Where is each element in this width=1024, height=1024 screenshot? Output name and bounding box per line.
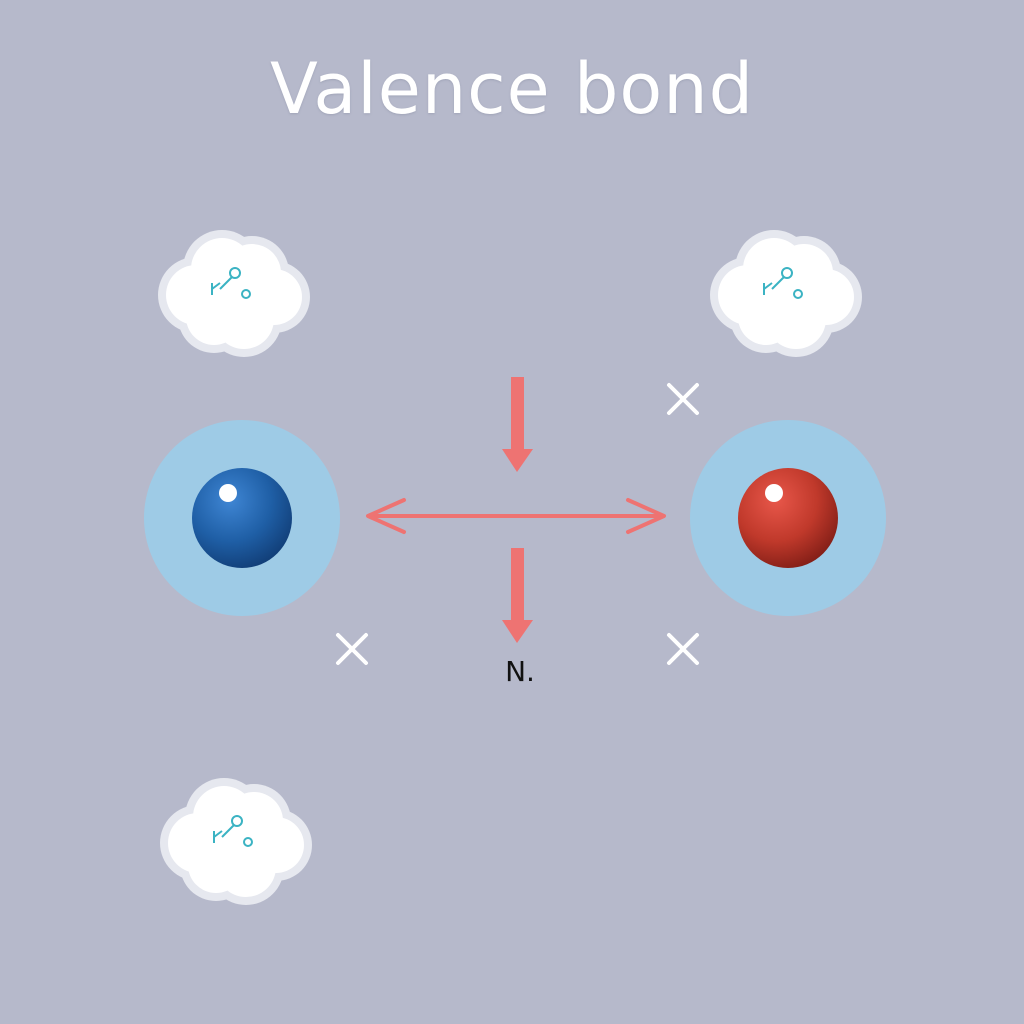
double-arrow bbox=[366, 498, 666, 534]
nucleus-right bbox=[738, 468, 838, 568]
atom-right bbox=[690, 420, 886, 616]
page-title: Valence bond bbox=[269, 48, 755, 130]
nucleus-right-highlight bbox=[765, 484, 783, 502]
cross-marks bbox=[336, 383, 699, 665]
electron-cloud-icon bbox=[160, 778, 312, 905]
nucleus-left bbox=[192, 468, 292, 568]
double-arrow-head-right bbox=[626, 498, 666, 534]
electron-cloud-icon bbox=[710, 230, 862, 357]
cross-mark-top-right bbox=[667, 383, 699, 415]
double-arrow-head-left bbox=[366, 498, 406, 534]
atom-left bbox=[144, 420, 340, 616]
cross-mark-bottom-left bbox=[336, 633, 368, 665]
cross-mark-bottom-right bbox=[667, 633, 699, 665]
nucleus-left-highlight bbox=[219, 484, 237, 502]
arrow-down-bottom bbox=[502, 548, 533, 643]
atom-label: N. bbox=[505, 655, 535, 688]
electron-cloud-icon bbox=[158, 230, 310, 357]
arrow-down-top bbox=[502, 377, 533, 472]
